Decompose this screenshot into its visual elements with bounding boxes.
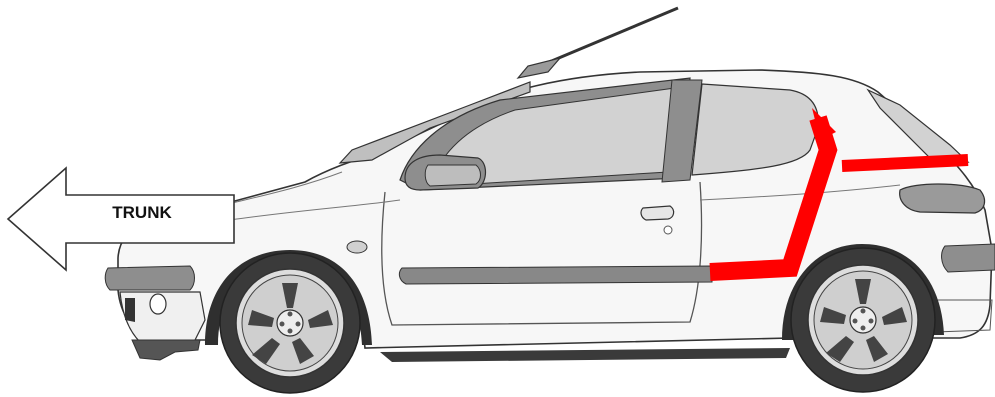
rear-wheel: [791, 248, 935, 392]
tail-light: [900, 184, 985, 213]
roof-antenna: [518, 8, 678, 78]
front-bumper-strip: [105, 266, 194, 290]
front-grille: [125, 298, 135, 322]
side-indicator: [347, 241, 367, 253]
side-sill: [380, 348, 790, 362]
door-lock: [664, 226, 672, 234]
rear-bumper-strip: [942, 244, 995, 272]
trunk-label: TRUNK: [62, 203, 222, 223]
front-wheel: [220, 253, 360, 393]
front-spoiler: [132, 340, 200, 360]
side-mirror: [405, 155, 486, 190]
side-trim: [399, 266, 712, 284]
door-handle: [641, 206, 674, 220]
fog-light: [150, 294, 166, 314]
